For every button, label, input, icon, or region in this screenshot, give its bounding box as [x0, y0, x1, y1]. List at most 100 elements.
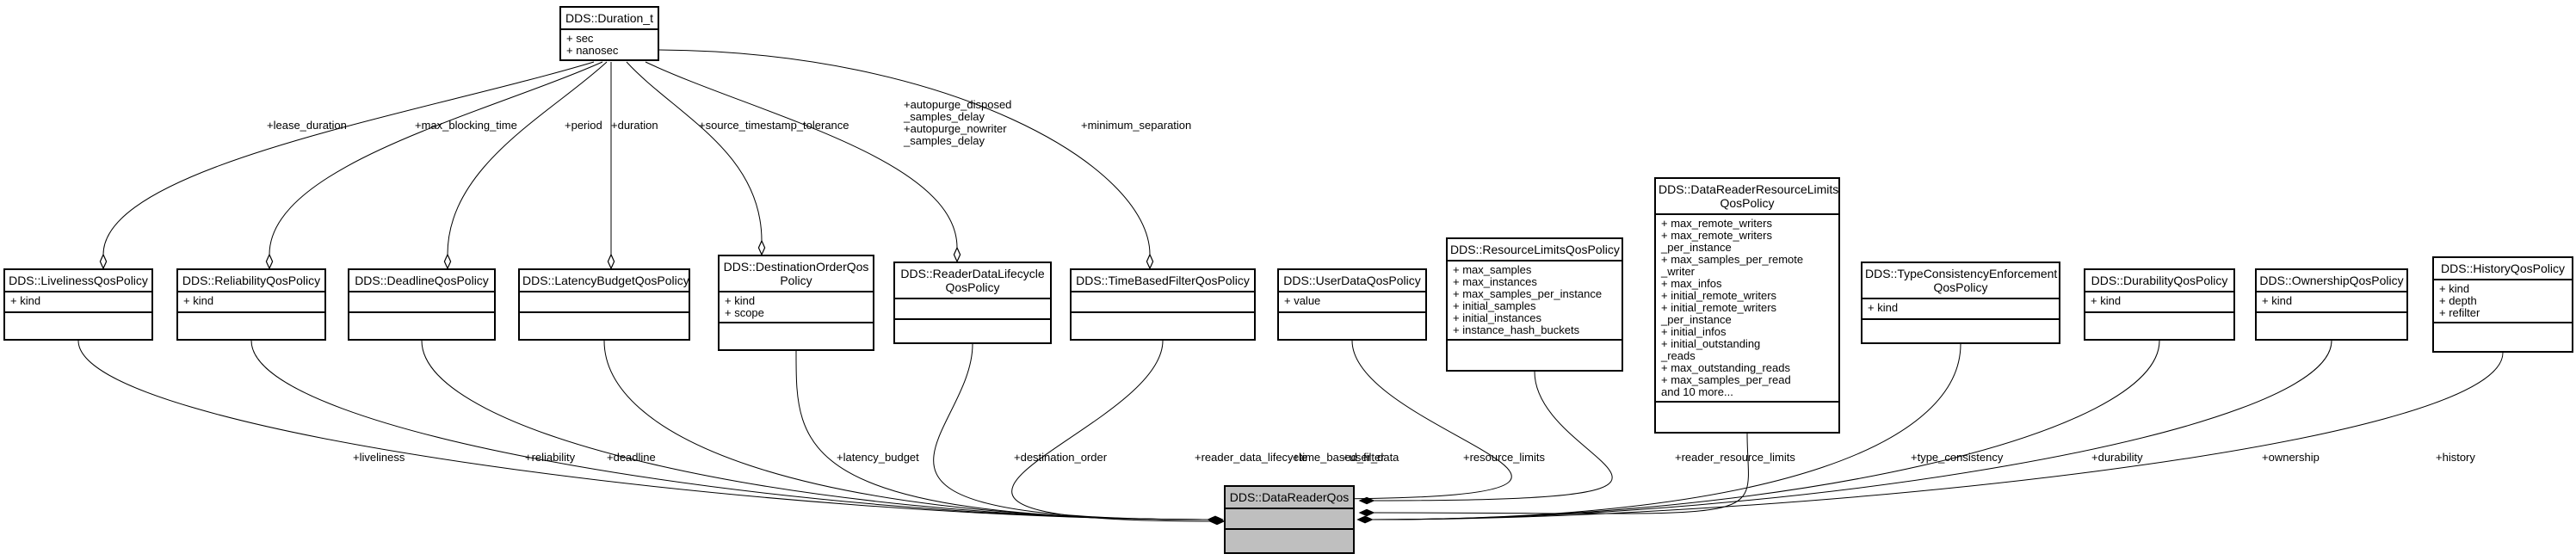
class-title: DDS::TypeConsistencyEnforcement QosPolic…: [1863, 263, 2059, 299]
class-attributes: [349, 292, 494, 313]
association-line: [795, 350, 1209, 520]
class-attributes: + kind: [2085, 292, 2233, 313]
attribute: + max_outstanding_reads: [1661, 361, 1790, 374]
attribute: + kind: [1868, 301, 1899, 314]
attribute: + kind: [10, 294, 41, 307]
class-attributes: + kind: [5, 292, 151, 313]
class-title: DDS::LatencyBudgetQosPolicy: [520, 270, 689, 292]
attribute: + max_samples_per_read: [1661, 373, 1791, 386]
class-attributes: [1072, 292, 1254, 313]
association-line: [250, 340, 1209, 520]
duration-link-label: +autopurge_disposed_samples_delay+autopu…: [903, 98, 1011, 147]
class-box-ownership[interactable]: DDS::OwnershipQosPolicy + kind: [2255, 268, 2408, 341]
class-operations: [2257, 313, 2406, 323]
association-line: [933, 343, 1209, 520]
class-title: DDS::DataReaderResourceLimits QosPolicy: [1656, 179, 1838, 215]
class-box-deadline[interactable]: DDS::DeadlineQosPolicy: [348, 268, 496, 341]
class-operations: [561, 61, 658, 71]
class-box-user-data[interactable]: DDS::UserDataQosPolicy + value: [1277, 268, 1427, 341]
attribute: + nanosec: [566, 44, 619, 57]
class-box-reliability[interactable]: DDS::ReliabilityQosPolicy + kind: [176, 268, 326, 341]
duration-link-line: [269, 61, 603, 255]
attribute: + kind: [2091, 294, 2122, 307]
attribute: + initial_remote_writers _per_instance: [1661, 301, 1777, 326]
association-label: +ownership: [2262, 451, 2320, 464]
attribute: + instance_hash_buckets: [1453, 323, 1580, 336]
attribute: + max_remote_writers _per_instance: [1661, 229, 1772, 254]
attribute: + max_samples_per_remote _writer: [1661, 253, 1804, 278]
association-label: +destination_order: [1014, 451, 1108, 464]
class-operations: [895, 320, 1050, 330]
class-title: DDS::DataReaderQos: [1226, 487, 1353, 509]
class-operations: [1448, 341, 1622, 351]
class-box-durability[interactable]: DDS::DurabilityQosPolicy + kind: [2084, 268, 2235, 341]
association-line: [1316, 340, 1512, 500]
attribute: + scope: [725, 306, 764, 319]
duration-link-line: [645, 61, 958, 249]
association-line: [1373, 371, 1613, 502]
duration-link-line: [102, 61, 595, 255]
class-box-liveliness[interactable]: DDS::LivelinessQosPolicy + kind: [3, 268, 153, 341]
association-line: [1371, 352, 2504, 520]
attribute: + kind: [2262, 294, 2293, 307]
attribute: + kind: [725, 294, 756, 307]
aggregation-diamond: [265, 253, 274, 270]
attribute: + initial_remote_writers: [1661, 289, 1777, 302]
attribute: + max_infos: [1661, 277, 1722, 290]
class-attributes: + max_remote_writers + max_remote_writer…: [1656, 215, 1838, 403]
class-operations: [520, 313, 689, 323]
association-label: +history: [2436, 451, 2475, 464]
class-operations: [178, 313, 324, 323]
attribute: + max_instances: [1453, 275, 1537, 288]
class-operations: [2085, 313, 2233, 323]
class-title: DDS::DeadlineQosPolicy: [349, 270, 494, 292]
association-line: [1371, 340, 2332, 520]
class-box-datareaderqos[interactable]: DDS::DataReaderQos: [1224, 485, 1355, 554]
class-box-type-consistency[interactable]: DDS::TypeConsistencyEnforcement QosPolic…: [1861, 262, 2060, 344]
class-attributes: [520, 292, 689, 313]
class-box-history[interactable]: DDS::HistoryQosPolicy + kind + depth + r…: [2432, 256, 2573, 353]
aggregation-diamond: [443, 253, 452, 270]
class-operations: [5, 313, 151, 323]
class-attributes: [1226, 509, 1353, 530]
association-label: +liveliness: [353, 451, 405, 464]
attribute: + initial_samples: [1453, 299, 1536, 312]
class-box-resource-limits[interactable]: DDS::ResourceLimitsQosPolicy + max_sampl…: [1446, 237, 1623, 372]
attribute: + max_remote_writers: [1661, 217, 1772, 230]
association-label: +deadline: [607, 451, 656, 464]
attribute: + initial_instances: [1453, 311, 1541, 324]
class-attributes: [895, 299, 1050, 320]
class-box-reader-data-lifecycle[interactable]: DDS::ReaderDataLifecycle QosPolicy: [893, 262, 1052, 344]
class-operations: [349, 313, 494, 323]
class-title: DDS::OwnershipQosPolicy: [2257, 270, 2406, 292]
attribute: + depth: [2439, 294, 2477, 307]
class-box-time-based-filter[interactable]: DDS::TimeBasedFilterQosPolicy: [1070, 268, 1256, 341]
class-box-destination-order[interactable]: DDS::DestinationOrderQos Policy + kind +…: [718, 255, 874, 351]
class-attributes: + value: [1279, 292, 1425, 313]
attribute: + refilter: [2439, 306, 2480, 319]
association-line: [1373, 433, 1749, 514]
class-box-reader-resource-limits[interactable]: DDS::DataReaderResourceLimits QosPolicy …: [1654, 177, 1840, 434]
association-label: +reader_data_lifecycle: [1195, 451, 1307, 464]
class-title: DDS::Duration_t: [561, 8, 658, 30]
class-title: DDS::ResourceLimitsQosPolicy: [1448, 239, 1622, 262]
duration-link-label: +source_timestamp_tolerance: [699, 119, 849, 132]
class-box-latency-budget[interactable]: DDS::LatencyBudgetQosPolicy: [518, 268, 690, 341]
class-attributes: + kind: [2257, 292, 2406, 313]
class-operations: [2434, 323, 2572, 334]
association-line: [1371, 343, 1961, 520]
class-operations: [1279, 313, 1425, 323]
attribute: and 10 more...: [1661, 385, 1733, 398]
composition-diamond: [1356, 515, 1374, 524]
class-title: DDS::ReaderDataLifecycle QosPolicy: [895, 263, 1050, 299]
association-line: [1011, 340, 1211, 522]
class-box-duration-t[interactable]: DDS::Duration_t + sec + nanosec: [559, 6, 659, 61]
association-line: [77, 340, 1209, 520]
association-label: +latency_budget: [837, 451, 919, 464]
duration-link-label: +max_blocking_time: [415, 119, 517, 132]
duration-link-line: [658, 49, 1151, 255]
class-operations: [1656, 403, 1838, 413]
association-label: +resource_limits: [1463, 451, 1546, 464]
class-operations: [1072, 313, 1254, 323]
